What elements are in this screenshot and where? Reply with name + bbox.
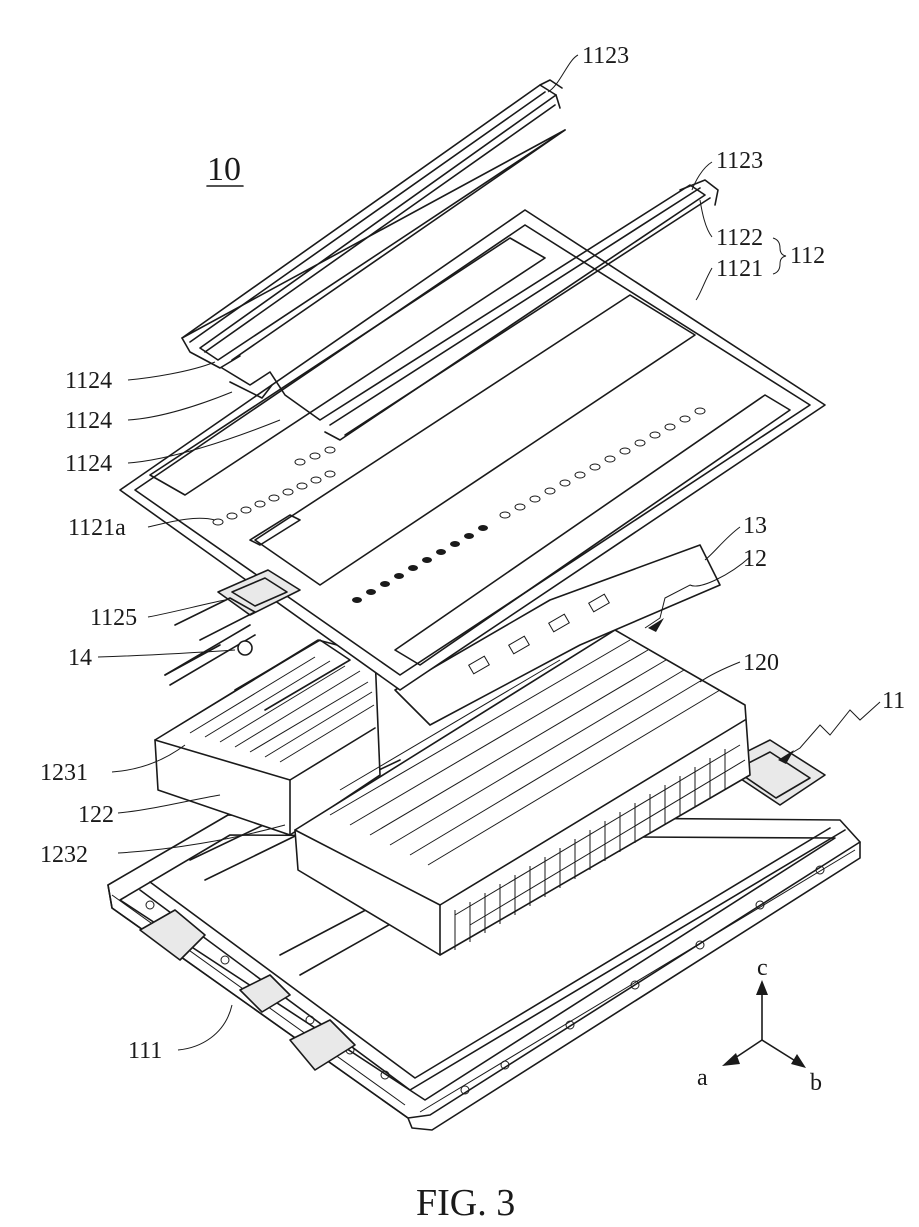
label-112: 112 — [790, 243, 825, 269]
cooling-plate-1121 — [120, 210, 825, 690]
label-122: 122 — [78, 802, 114, 828]
label-13: 13 — [743, 513, 767, 539]
label-1121: 1121 — [716, 256, 763, 282]
label-1122: 1122 — [716, 225, 763, 251]
label-assembly-10: 10 — [207, 151, 241, 188]
axis-label-a: a — [697, 1065, 708, 1091]
label-1121a: 1121a — [68, 515, 126, 541]
axis-label-c: c — [757, 955, 768, 981]
label-1124-a: 1124 — [65, 368, 112, 394]
label-120: 120 — [743, 650, 779, 676]
label-1123-mid: 1123 — [716, 148, 763, 174]
brace-112 — [773, 238, 786, 274]
label-1231: 1231 — [40, 760, 88, 786]
label-1124-b: 1124 — [65, 408, 112, 434]
label-1124-c: 1124 — [65, 451, 112, 477]
connector-1125 — [165, 570, 300, 675]
label-1232: 1232 — [40, 842, 88, 868]
label-111: 111 — [128, 1038, 162, 1064]
axis-indicator — [722, 980, 806, 1068]
label-14: 14 — [68, 645, 92, 671]
figure-caption: FIG. 3 — [416, 1182, 515, 1224]
label-1123-top: 1123 — [582, 43, 629, 69]
axis-label-b: b — [810, 1070, 822, 1096]
label-12: 12 — [743, 546, 767, 572]
label-1125: 1125 — [90, 605, 137, 631]
label-11: 11 — [882, 688, 905, 714]
